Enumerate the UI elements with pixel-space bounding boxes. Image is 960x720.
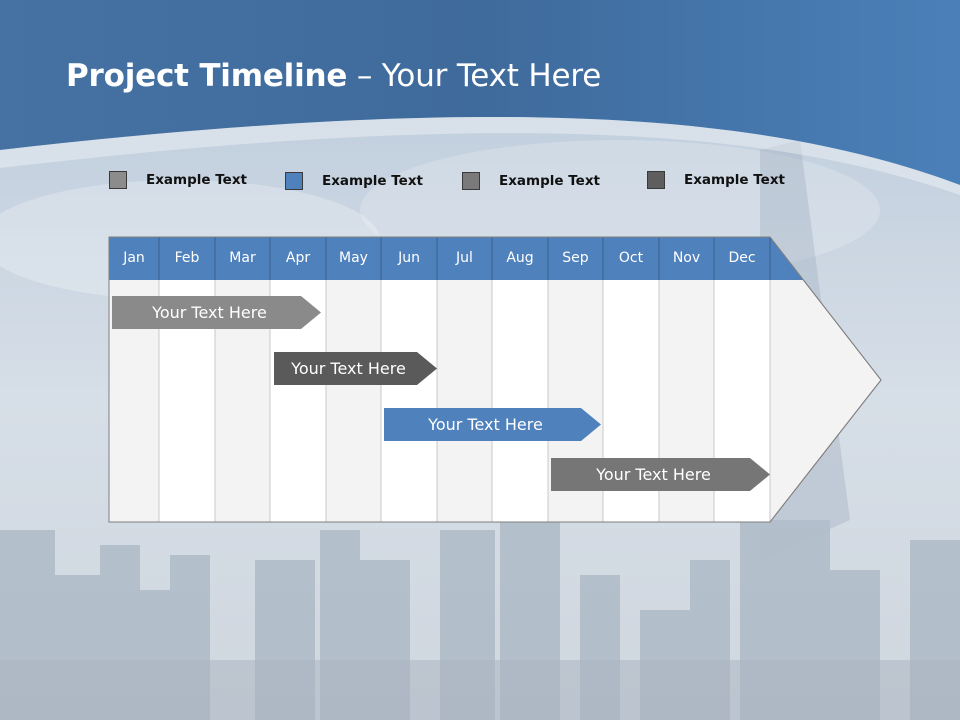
slide-title-bold: Project Timeline [66,58,348,94]
legend-label-2: Example Text [322,173,423,189]
task-bar-1[interactable]: Your Text Here [112,296,321,329]
slide-title: Project Timeline – Your Text Here [66,58,601,94]
task-bar-4-label: Your Text Here [596,465,711,484]
month-label-jun: Jun [398,250,420,266]
legend-item-3: Example Text [462,172,600,190]
task-bar-1-label: Your Text Here [152,303,267,322]
timeline-header-band [109,237,803,280]
legend-swatch-1 [109,171,127,189]
task-bar-2[interactable]: Your Text Here [274,352,437,385]
slide-title-rest: – Your Text Here [347,58,602,94]
month-column-jun [381,280,437,522]
legend-label-4: Example Text [684,172,785,188]
legend-item-1: Example Text [109,171,247,189]
month-label-jul: Jul [456,250,473,266]
legend-item-4: Example Text [647,171,785,189]
month-label-sep: Sep [562,250,589,266]
month-label-nov: Nov [672,250,701,266]
task-bar-3[interactable]: Your Text Here [384,408,601,441]
month-label-dec: Dec [728,250,756,266]
task-bar-4[interactable]: Your Text Here [551,458,770,491]
task-bar-3-label: Your Text Here [428,415,543,434]
legend-item-2: Example Text [285,172,423,190]
timeline-arrow-outline [108,236,882,523]
legend-swatch-4 [647,171,665,189]
month-column-aug [492,280,548,522]
month-label-jan: Jan [123,250,145,266]
legend-swatch-3 [462,172,480,190]
legend-label-3: Example Text [499,173,600,189]
legend-swatch-2 [285,172,303,190]
legend-label-1: Example Text [146,172,247,188]
month-label-apr: Apr [285,250,311,266]
task-bar-2-label: Your Text Here [291,359,406,378]
month-label-mar: Mar [229,250,256,266]
month-label-oct: Oct [618,250,644,266]
month-label-may: May [339,250,368,266]
month-label-aug: Aug [506,250,534,266]
month-column-dividers [158,280,771,522]
month-header-dividers [158,237,771,280]
month-label-feb: Feb [174,250,200,266]
